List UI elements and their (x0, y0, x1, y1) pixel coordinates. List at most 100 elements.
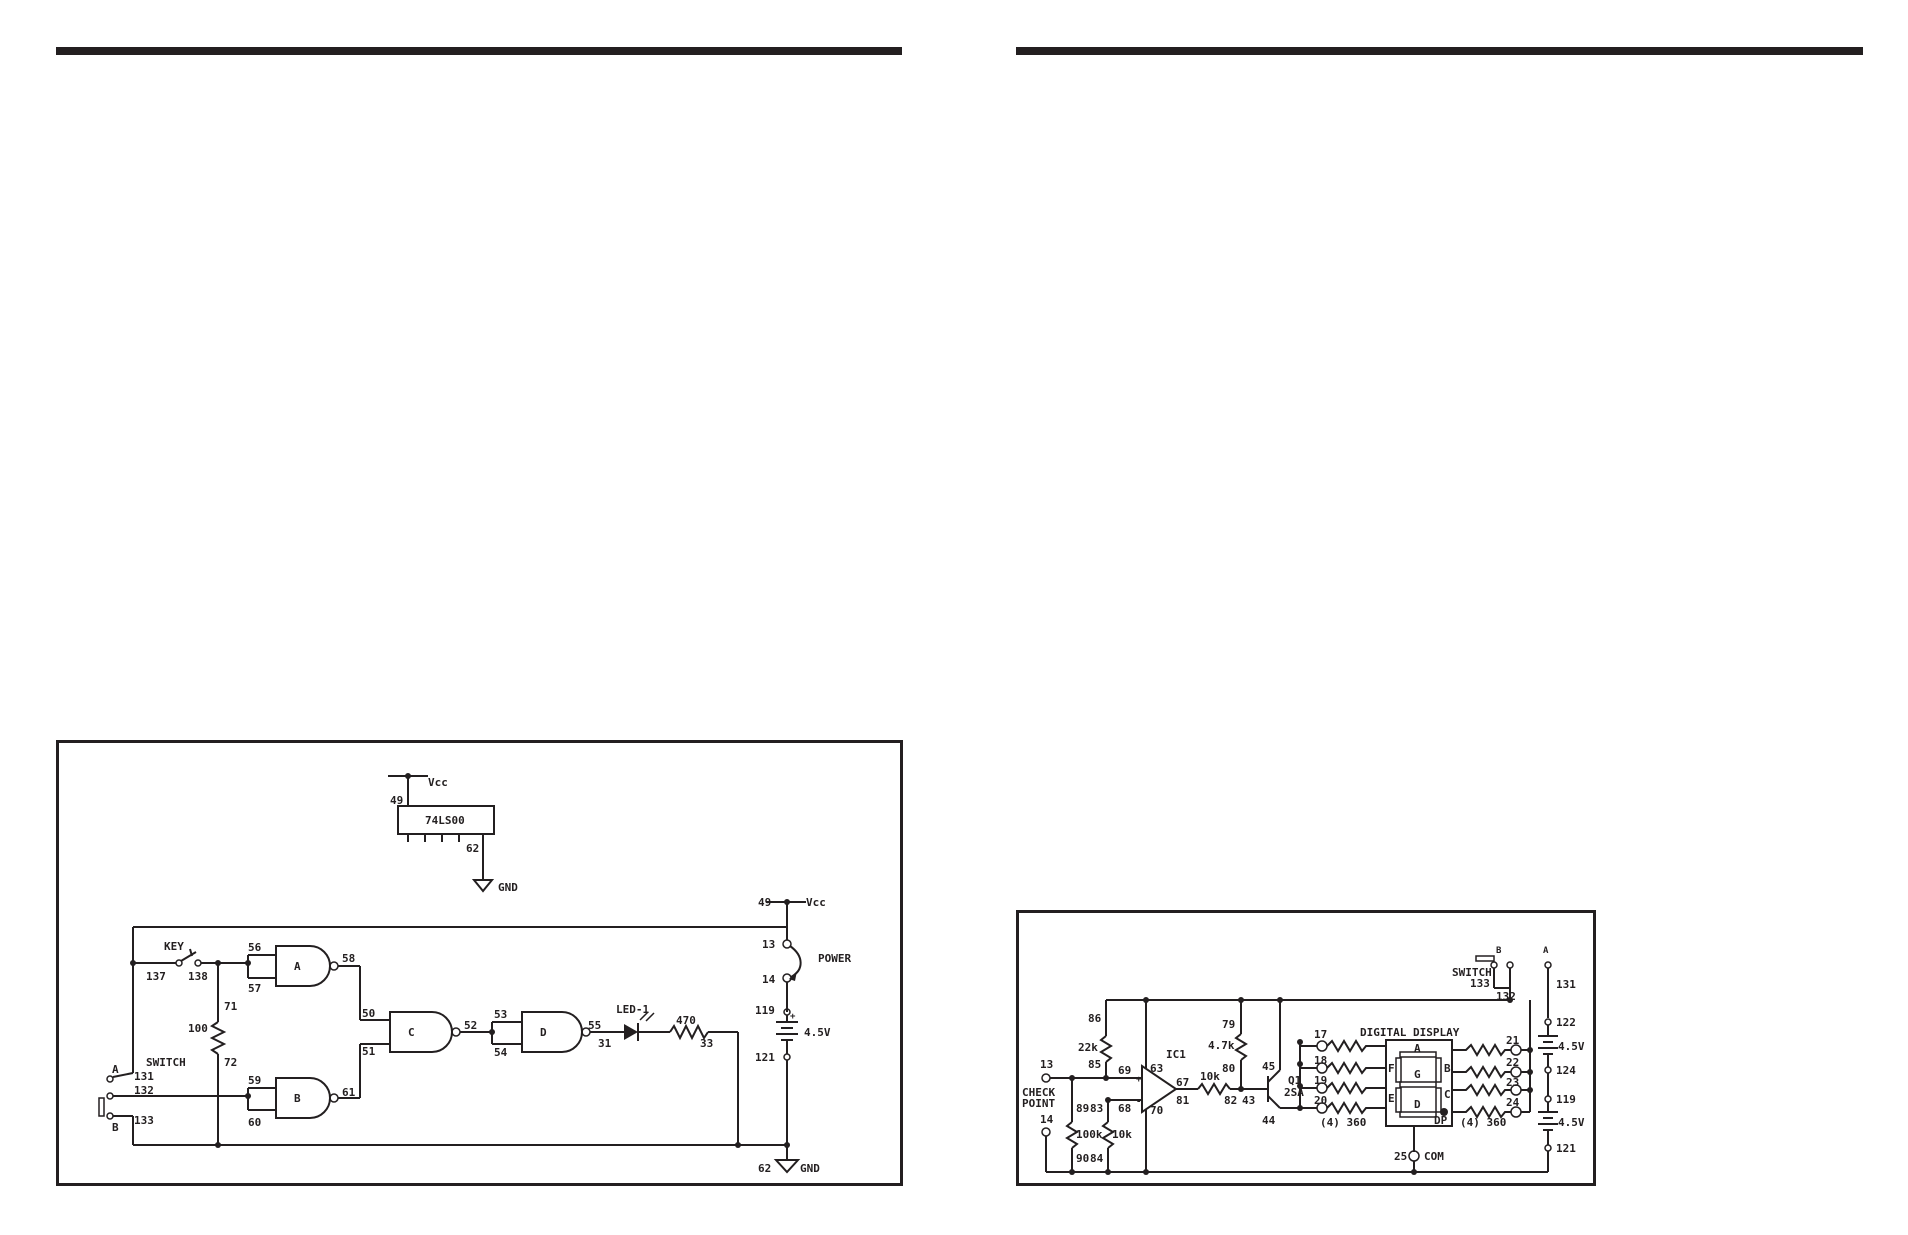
switch-node-133: 133 (134, 1114, 154, 1127)
gate-d-node-53: 53 (494, 1008, 507, 1021)
ic1-label: IC1 (1166, 1048, 1186, 1061)
right-schematic: B A SWITCH 133 132 131 122 4.5V 124 (1022, 946, 1585, 1175)
gate-a-node-57: 57 (248, 982, 261, 995)
seg-e-label: E (1388, 1092, 1395, 1105)
rswitch-b-label: B (1496, 946, 1502, 956)
gate-b-node-61: 61 (342, 1086, 356, 1099)
rswitch-a-label: A (1543, 946, 1549, 956)
battery-2 (1538, 1102, 1558, 1145)
rswitch-node-132: 132 (1496, 990, 1516, 1003)
rbat1-label: 4.5V (1558, 1040, 1585, 1053)
ic-node-67: 67 (1176, 1076, 1189, 1089)
r-node-89: 89 (1076, 1102, 1089, 1115)
gate-d-node-54: 54 (494, 1046, 508, 1059)
nand-gate-d: D (489, 1011, 624, 1053)
rbat-node-119: 119 (1556, 1093, 1576, 1106)
rswitch-node-131: 131 (1556, 978, 1576, 991)
left-segment-resistors (1300, 1039, 1386, 1115)
chip-name: 74LS00 (425, 814, 465, 827)
seg-node-17: 17 (1314, 1028, 1327, 1041)
nand-gate-a: A (245, 945, 360, 987)
rbat-node-121: 121 (1556, 1142, 1576, 1155)
gate-b-label: B (294, 1092, 301, 1105)
seg-node-18: 18 (1314, 1054, 1327, 1067)
left-schematic-frame (56, 740, 903, 1186)
power-node-14: 14 (762, 973, 776, 986)
gate-d-label: D (540, 1026, 547, 1039)
r360-left-label: (4) 360 (1320, 1116, 1366, 1129)
ic-node-81: 81 (1176, 1094, 1190, 1107)
com-node-25: 25 (1394, 1150, 1407, 1163)
left-schematic: Vcc 49 74LS00 62 GND 49 Vcc 13 14 POWER (98, 773, 851, 1175)
switch-b-label: B (112, 1121, 119, 1134)
r-node-86: 86 (1088, 1012, 1102, 1025)
ic-node-69: 69 (1118, 1064, 1131, 1077)
seg-b-label: B (1444, 1062, 1451, 1075)
gate-b-node-60: 60 (248, 1116, 261, 1129)
gate-c-node-50: 50 (362, 1007, 375, 1020)
op-amp-ic1: + - (1106, 1000, 1198, 1172)
chip-gnd-label: GND (498, 881, 518, 894)
nand-gate-b: B (245, 1077, 360, 1119)
rbat-node-124: 124 (1556, 1064, 1576, 1077)
power-switch-right[interactable] (1475, 955, 1552, 1018)
gate-c-node-52: 52 (464, 1019, 477, 1032)
check-label-2: POINT (1022, 1097, 1055, 1110)
seg-dp-label: DP (1434, 1114, 1448, 1127)
left-header-rule (56, 47, 902, 55)
com-label: COM (1424, 1150, 1444, 1163)
q-node-44: 44 (1262, 1114, 1276, 1127)
seg-node-19: 19 (1314, 1074, 1327, 1087)
seg-a-label: A (1414, 1042, 1421, 1055)
battery-4-5v: + (776, 1012, 798, 1054)
key-node-137: 137 (146, 970, 166, 983)
r470-label: 470 (676, 1014, 696, 1027)
r100k-label: 100k (1076, 1128, 1103, 1141)
gate-a-node-58: 58 (342, 952, 355, 965)
gnd-label: GND (800, 1162, 820, 1175)
key-node-138: 138 (188, 970, 208, 983)
switch-a-label: A (112, 1063, 119, 1076)
chip-pin-49: 49 (390, 794, 403, 807)
digital-display: A G D F E B C DP (1385, 1039, 1453, 1127)
led-label: LED-1 (616, 1003, 649, 1016)
power-switch[interactable] (782, 939, 802, 983)
rswitch-node-133: 133 (1470, 977, 1490, 990)
check-label-1: CHECK (1022, 1086, 1055, 1099)
r-node-71: 71 (224, 1000, 238, 1013)
chip-74ls00: Vcc 49 74LS00 62 GND (388, 773, 518, 894)
right-segment-resistors (1452, 1000, 1533, 1119)
seg-node-24: 24 (1506, 1096, 1520, 1109)
gnd-node-62: 62 (758, 1162, 771, 1175)
r-node-72: 72 (224, 1056, 237, 1069)
r-node-82: 82 (1224, 1094, 1237, 1107)
nand-gate-c: C (389, 1011, 492, 1053)
gate-a-node-56: 56 (248, 941, 262, 954)
chip-vcc-label: Vcc (428, 776, 448, 789)
r100-label: 100 (188, 1022, 208, 1035)
seg-d-label: D (1414, 1098, 1421, 1111)
svg-text:+: + (1136, 1075, 1142, 1085)
switch-node-132: 132 (134, 1084, 154, 1097)
seg-f-label: F (1388, 1062, 1395, 1075)
check-node-13: 13 (1040, 1058, 1053, 1071)
r-node-84: 84 (1090, 1152, 1104, 1165)
rbat2-label: 4.5V (1558, 1116, 1585, 1129)
seg-node-20: 20 (1314, 1094, 1327, 1107)
gate-d-node-55: 55 (588, 1019, 601, 1032)
rbat-node-122: 122 (1556, 1016, 1576, 1029)
seg-g-label: G (1414, 1068, 1421, 1081)
r-node-43: 43 (1242, 1094, 1255, 1107)
r10k-a-label: 10k (1200, 1070, 1220, 1083)
r-node-79: 79 (1222, 1018, 1235, 1031)
battery-node-119: 119 (755, 1004, 775, 1017)
seg-c-label: C (1444, 1088, 1451, 1101)
display-label: DIGITAL DISPLAY (1360, 1026, 1460, 1039)
power-label: POWER (818, 952, 851, 965)
ic-node-68: 68 (1118, 1102, 1131, 1115)
check-node-14: 14 (1040, 1113, 1054, 1126)
ic-node-70: 70 (1150, 1104, 1163, 1117)
rswitch-label: SWITCH (1452, 966, 1492, 979)
r10k-b-label: 10k (1112, 1128, 1132, 1141)
